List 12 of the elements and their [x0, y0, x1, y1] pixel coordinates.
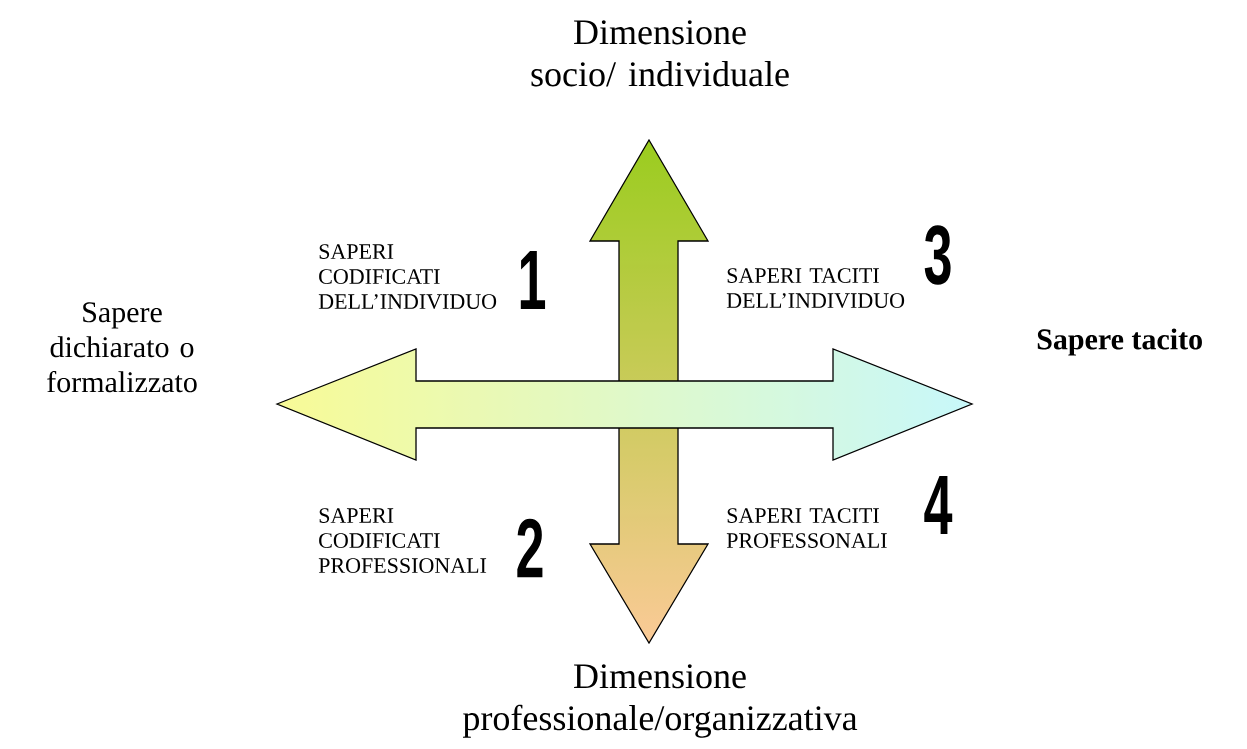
axis-label: Dimensione professionale/organizzativa [463, 664, 858, 738]
quadrant-label: SAPERI TACITI PROFESSONALI [726, 508, 887, 548]
quadrant-label: SAPERI TACITI DELL’INDIVIDUO [726, 268, 905, 309]
quadrant-label: SAPERI CODIFICATI PROFESSIONALI [318, 508, 487, 573]
quadrant-label: SAPERI CODIFICATI DELL’INDIVIDUO [318, 244, 497, 310]
quadrant-number: 4 [924, 476, 953, 534]
axis-label: Sapere dichiarato o formalizzato [47, 302, 197, 393]
quadrant-number: 2 [517, 518, 543, 578]
axis-label: Sapere tacito [1037, 328, 1202, 356]
quadrant-number: 1 [520, 251, 546, 309]
axis-label: Dimensione socio/ individuale [531, 20, 789, 87]
quadrant-number: 3 [924, 225, 951, 285]
